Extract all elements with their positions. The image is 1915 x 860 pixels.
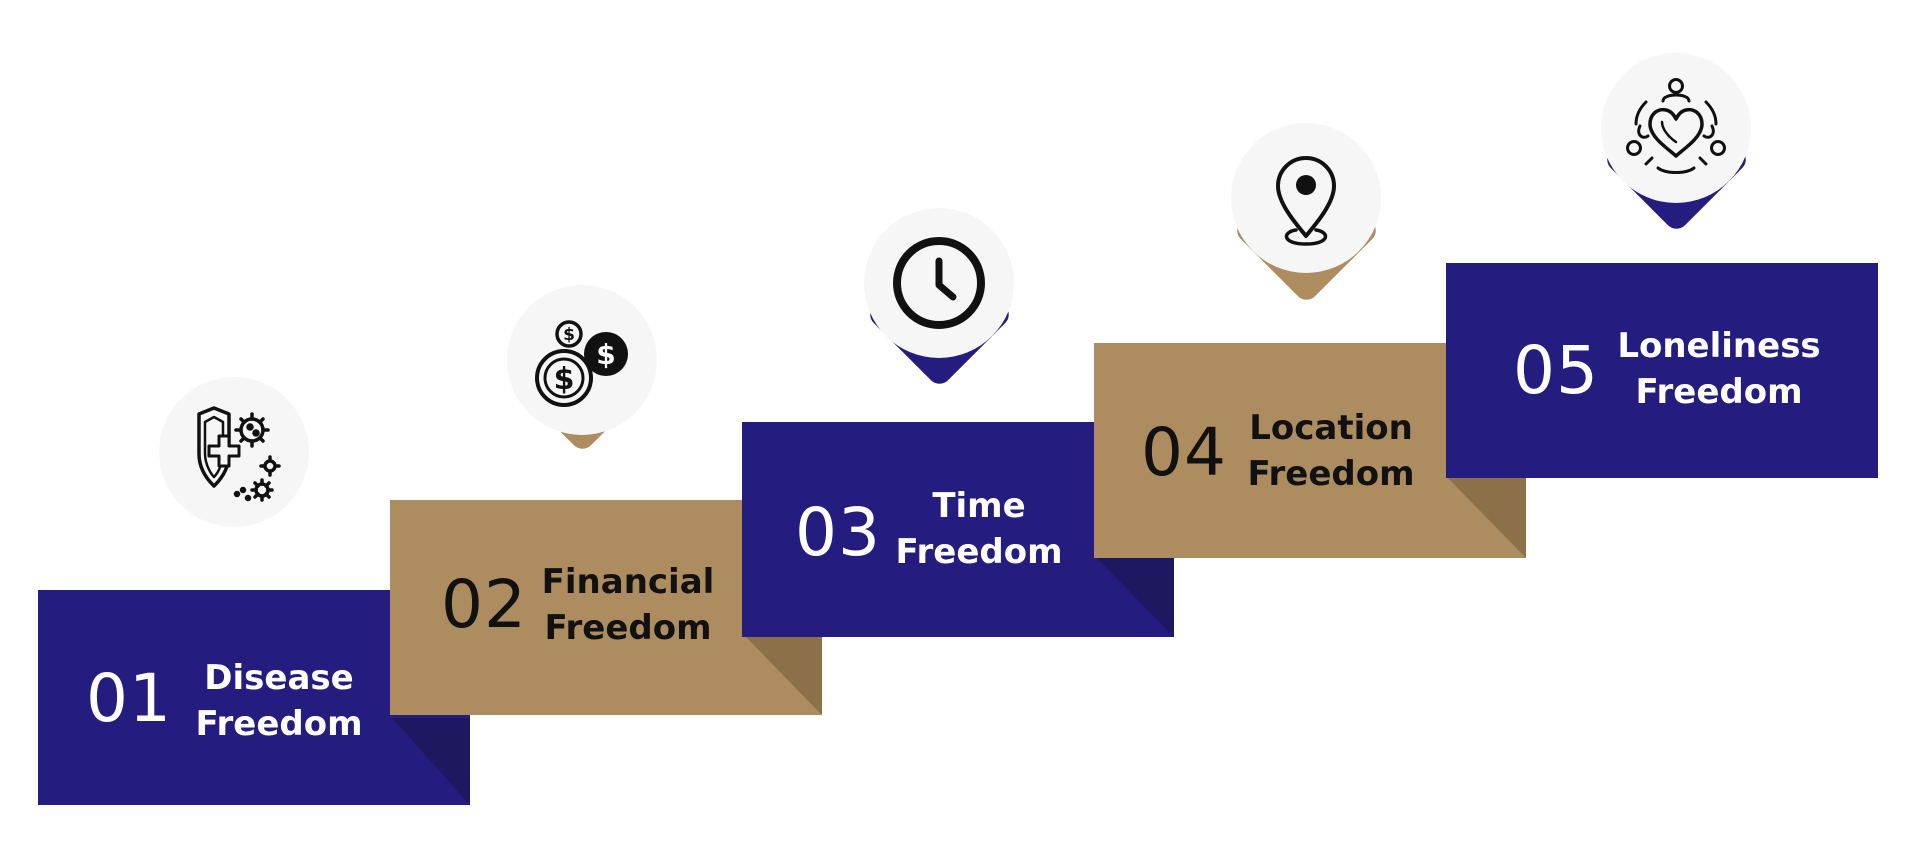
step-05-block [1446, 263, 1878, 478]
step-number: 05 [1513, 332, 1599, 409]
community-heart-icon [1626, 78, 1726, 174]
step-title-line-2: Freedom [1635, 372, 1803, 412]
dollar-coins-icon: $ $ $ [535, 320, 628, 407]
step-title-line-2: Freedom [895, 532, 1063, 572]
step-title-line-1: Loneliness [1617, 326, 1821, 366]
step-number: 01 [86, 660, 172, 737]
svg-text:$: $ [563, 325, 575, 345]
step-05-icon-circle [1601, 53, 1751, 203]
step-04-icon-circle [1231, 123, 1381, 273]
step-title-line-2: Freedom [544, 608, 712, 648]
svg-text:$: $ [554, 362, 575, 397]
step-title: Time Freedom [893, 483, 1065, 575]
step-title: Loneliness Freedom [1614, 323, 1824, 415]
step-title-line-1: Financial [541, 562, 715, 602]
step-01-fold [392, 718, 470, 805]
clock-icon [893, 237, 985, 329]
step-title-line-1: Location [1249, 408, 1413, 448]
step-title-line-1: Time [932, 486, 1026, 526]
step-02-fold [742, 633, 822, 715]
step-title: Location Freedom [1236, 405, 1426, 497]
step-title: Financial Freedom [534, 559, 722, 651]
step-title-line-2: Freedom [195, 704, 363, 744]
step-title: Disease Freedom [194, 655, 364, 747]
shield-virus-icon [197, 406, 281, 502]
step-04-fold [1446, 476, 1526, 558]
svg-text:$: $ [596, 338, 615, 371]
step-04-graphic [1094, 123, 1526, 558]
location-pin-icon [1276, 156, 1336, 246]
step-title-line-2: Freedom [1247, 454, 1415, 494]
step-number: 02 [441, 566, 527, 643]
step-03-fold [1094, 555, 1174, 637]
step-title-line-1: Disease [204, 658, 354, 698]
step-number: 03 [795, 494, 881, 571]
step-number: 04 [1141, 414, 1227, 491]
step-05-graphic [1446, 53, 1878, 478]
